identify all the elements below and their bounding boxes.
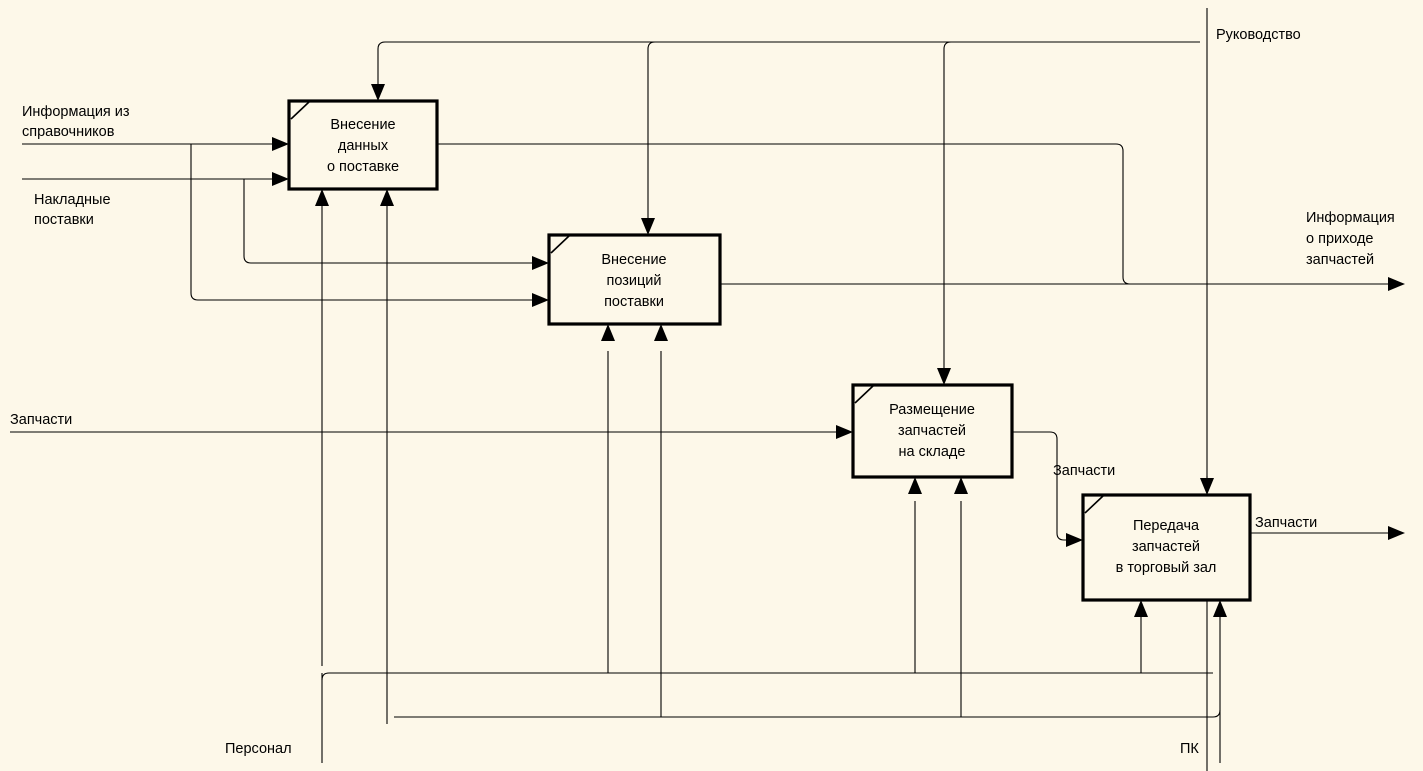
label-internal-parts: Запчасти	[1053, 463, 1115, 479]
flow-input-parts	[10, 425, 853, 439]
arrowhead-pc-a3	[954, 477, 968, 494]
flow-a3-to-a4	[1012, 431, 1083, 547]
label-mechanism-staff: Персонал	[225, 741, 292, 757]
activity-a3-line-2: запчастей	[898, 423, 966, 439]
activity-a2-line-3: поставки	[604, 294, 664, 310]
arrowhead-staff-a2	[601, 324, 615, 341]
activity-a2-line-1: Внесение	[601, 252, 666, 268]
label-output-parts: Запчасти	[1255, 515, 1317, 531]
label-mechanism-staff-text: Персонал	[225, 741, 292, 757]
label-input-reference-line-1: Информация из	[22, 104, 130, 120]
mechanism-bus-staff	[315, 189, 1213, 763]
label-input-invoice: Накладные поставки	[34, 192, 111, 228]
label-input-invoice-line-2: поставки	[34, 212, 94, 228]
label-input-parts: Запчасти	[10, 412, 72, 428]
activity-a1-line-1: Внесение	[330, 117, 395, 133]
arrowhead-parts-a3	[836, 425, 853, 439]
arrowhead-pc-a4	[1213, 600, 1227, 617]
label-control-management: Руководство	[1216, 27, 1301, 43]
activity-a2-line-2: позиций	[606, 273, 661, 289]
flow-input-reference	[22, 137, 549, 307]
activity-a3-line-1: Размещение	[889, 402, 975, 418]
label-input-reference: Информация из справочников	[22, 104, 130, 140]
activity-a4-line-2: запчастей	[1132, 539, 1200, 555]
activity-box-a2[interactable]: Внесение позиций поставки	[547, 233, 722, 326]
arrowhead-ref-a2	[532, 293, 549, 307]
label-input-reference-line-2: справочников	[22, 124, 115, 140]
label-mechanism-pc: ПК	[1180, 741, 1199, 757]
label-input-invoice-line-1: Накладные	[34, 192, 111, 208]
flow-output-parts	[1250, 526, 1405, 540]
arrowhead-output-parts	[1388, 526, 1405, 540]
arrowhead-staff-a3	[908, 477, 922, 494]
flow-input-invoice	[22, 172, 549, 270]
activity-box-a4[interactable]: Передача запчастей в торговый зал	[1081, 493, 1252, 602]
activity-a1-line-2: данных	[338, 138, 389, 154]
arrowhead-ref-a1	[272, 137, 289, 151]
arrowhead-pc-a2	[654, 324, 668, 341]
activity-box-a1[interactable]: Внесение данных о поставке	[287, 99, 439, 191]
label-input-parts-text: Запчасти	[10, 412, 72, 428]
arrowhead-pc-a1	[380, 189, 394, 206]
arrowhead-staff-a4	[1134, 600, 1148, 617]
label-mechanism-pc-text: ПК	[1180, 741, 1199, 757]
arrowhead-invoice-a2	[532, 256, 549, 270]
activity-box-a3[interactable]: Размещение запчастей на складе	[851, 383, 1014, 479]
arrowhead-staff-a1	[315, 189, 329, 206]
label-output-arrival-line-3: запчастей	[1306, 252, 1374, 268]
label-internal-parts-text: Запчасти	[1053, 463, 1115, 479]
flow-output-arrival-info	[720, 277, 1405, 291]
activity-a4-line-1: Передача	[1133, 518, 1200, 534]
arrowhead-a3-a4	[1066, 533, 1083, 547]
arrowhead-output-arrival	[1388, 277, 1405, 291]
arrowhead-invoice-a1	[272, 172, 289, 186]
arrowhead-control-a2	[641, 218, 655, 235]
mechanism-bus-pc	[380, 189, 1227, 763]
activity-a3-line-3: на складе	[899, 444, 966, 460]
activity-a4-line-3: в торговый зал	[1116, 560, 1217, 576]
label-output-arrival-line-2: о приходе	[1306, 231, 1373, 247]
arrowhead-control-a3	[937, 368, 951, 385]
label-control-management-text: Руководство	[1216, 27, 1301, 43]
label-output-parts-text: Запчасти	[1255, 515, 1317, 531]
control-bus-management	[371, 8, 1214, 771]
arrowhead-control-a1	[371, 84, 385, 101]
arrowhead-control-a4	[1200, 478, 1214, 495]
activity-a1-line-3: о поставке	[327, 159, 399, 175]
label-output-arrival-line-1: Информация	[1306, 210, 1395, 226]
label-output-arrival-info: Информация о приходе запчастей	[1306, 210, 1395, 268]
